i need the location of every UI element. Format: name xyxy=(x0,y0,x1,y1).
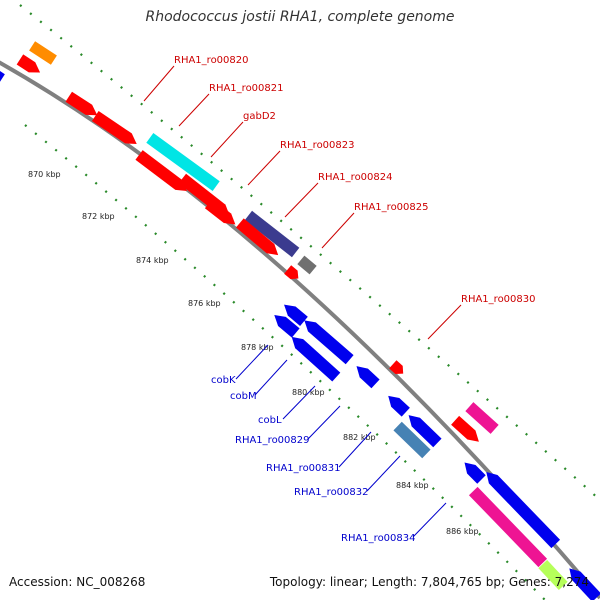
leader-line-cobL xyxy=(282,385,316,420)
gene-label-RHA1_ro00823[interactable]: RHA1_ro00823 xyxy=(280,140,355,151)
kbp-label: 876 kbp xyxy=(188,299,221,308)
gene-arrow-ro00830[interactable] xyxy=(389,360,407,378)
gene-arrow-ro00829b[interactable] xyxy=(352,362,380,389)
kbp-label: 870 kbp xyxy=(28,170,61,179)
gene-arrow-ro00824b[interactable] xyxy=(235,218,282,259)
gene-label-RHA1_ro00821[interactable]: RHA1_ro00821 xyxy=(209,83,284,94)
gene-label-RHA1_ro00831[interactable]: RHA1_ro00831 xyxy=(266,463,341,474)
gene-label-cobK[interactable]: cobK xyxy=(211,375,236,386)
gene-arrow-cobM[interactable] xyxy=(270,310,300,338)
kbp-label: 872 kbp xyxy=(82,212,115,221)
leader-line-RHA1_ro00821 xyxy=(178,93,210,127)
gene-label-gabD2[interactable]: gabD2 xyxy=(243,111,276,122)
leader-line-RHA1_ro00834 xyxy=(412,502,447,538)
gene-arrow-ro00819[interactable] xyxy=(16,54,44,77)
gene-arrow-ro00834[interactable] xyxy=(468,486,548,568)
gene-arrow-gabD2[interactable] xyxy=(146,133,220,191)
gene-arrow-ro00831[interactable] xyxy=(384,391,410,417)
gene-arrow-left-edge[interactable] xyxy=(0,67,5,84)
ruler-track-outer xyxy=(19,4,600,501)
leader-line-RHA1_ro00830 xyxy=(427,304,462,340)
gene-arrow-ro00829[interactable] xyxy=(288,332,341,382)
gene-label-RHA1_ro00834[interactable]: RHA1_ro00834 xyxy=(341,533,416,544)
gene-arrow-ro00825[interactable] xyxy=(297,255,317,275)
leader-line-RHA1_ro00824 xyxy=(284,182,319,218)
leader-line-cobK xyxy=(235,344,269,380)
gene-block-pink-top[interactable] xyxy=(465,402,499,434)
ruler-track-inner xyxy=(24,124,546,600)
gene-arrow-ro00823b[interactable] xyxy=(204,198,239,229)
gene-arrow-cobL[interactable] xyxy=(300,316,354,365)
kbp-label: 886 kbp xyxy=(446,527,479,536)
gene-arrow-ro00826[interactable] xyxy=(284,265,302,282)
gene-label-RHA1_ro00825[interactable]: RHA1_ro00825 xyxy=(354,202,429,213)
gene-arrow-ro00833b[interactable] xyxy=(460,458,486,484)
leader-line-RHA1_ro00820 xyxy=(143,65,175,102)
gene-label-RHA1_ro00820[interactable]: RHA1_ro00820 xyxy=(174,55,249,66)
gene-block-orange[interactable] xyxy=(29,41,57,65)
leader-line-RHA1_ro00832 xyxy=(366,455,401,492)
leader-line-RHA1_ro00831 xyxy=(338,431,372,468)
leader-line-RHA1_ro00825 xyxy=(321,212,355,249)
kbp-label: 884 kbp xyxy=(396,481,429,490)
gene-label-cobL[interactable]: cobL xyxy=(258,415,282,426)
gene-label-RHA1_ro00829[interactable]: RHA1_ro00829 xyxy=(235,435,310,446)
genome-summary-text: Topology: linear; Length: 7,804,765 bp; … xyxy=(269,575,589,589)
leader-line-RHA1_ro00823 xyxy=(247,150,281,186)
gene-arrow-ro00834b[interactable] xyxy=(482,468,561,549)
kbp-label: 874 kbp xyxy=(136,256,169,265)
kbp-label: 878 kbp xyxy=(241,343,274,352)
gene-arrow-bottom-right[interactable] xyxy=(565,564,600,600)
gene-arrow-ro00833[interactable] xyxy=(451,415,483,446)
kbp-label: 882 kbp xyxy=(343,433,376,442)
gene-label-RHA1_ro00824[interactable]: RHA1_ro00824 xyxy=(318,172,393,183)
gene-arrow-cobK[interactable] xyxy=(280,300,308,326)
gene-block-green[interactable] xyxy=(538,559,568,591)
gene-arrow-ro00820[interactable] xyxy=(65,91,100,121)
leader-line-gabD2 xyxy=(210,121,244,158)
gene-arrow-ro00821[interactable] xyxy=(91,111,140,149)
gene-label-RHA1_ro00830[interactable]: RHA1_ro00830 xyxy=(461,294,536,305)
accession-text: Accession: NC_008268 xyxy=(9,575,146,589)
gene-arrow-ro00822[interactable] xyxy=(135,150,190,196)
genome-title: Rhodococcus jostii RHA1, complete genome xyxy=(145,9,455,25)
gene-label-RHA1_ro00832[interactable]: RHA1_ro00832 xyxy=(294,487,369,498)
leader-line-cobM xyxy=(254,359,288,396)
gene-arrow-ro00832[interactable] xyxy=(393,421,431,459)
gene-arrow-ro00831b[interactable] xyxy=(404,411,442,448)
gene-arrow-ro00824[interactable] xyxy=(244,210,300,258)
leader-line-RHA1_ro00829 xyxy=(307,405,341,440)
gene-label-cobM[interactable]: cobM xyxy=(230,391,257,402)
